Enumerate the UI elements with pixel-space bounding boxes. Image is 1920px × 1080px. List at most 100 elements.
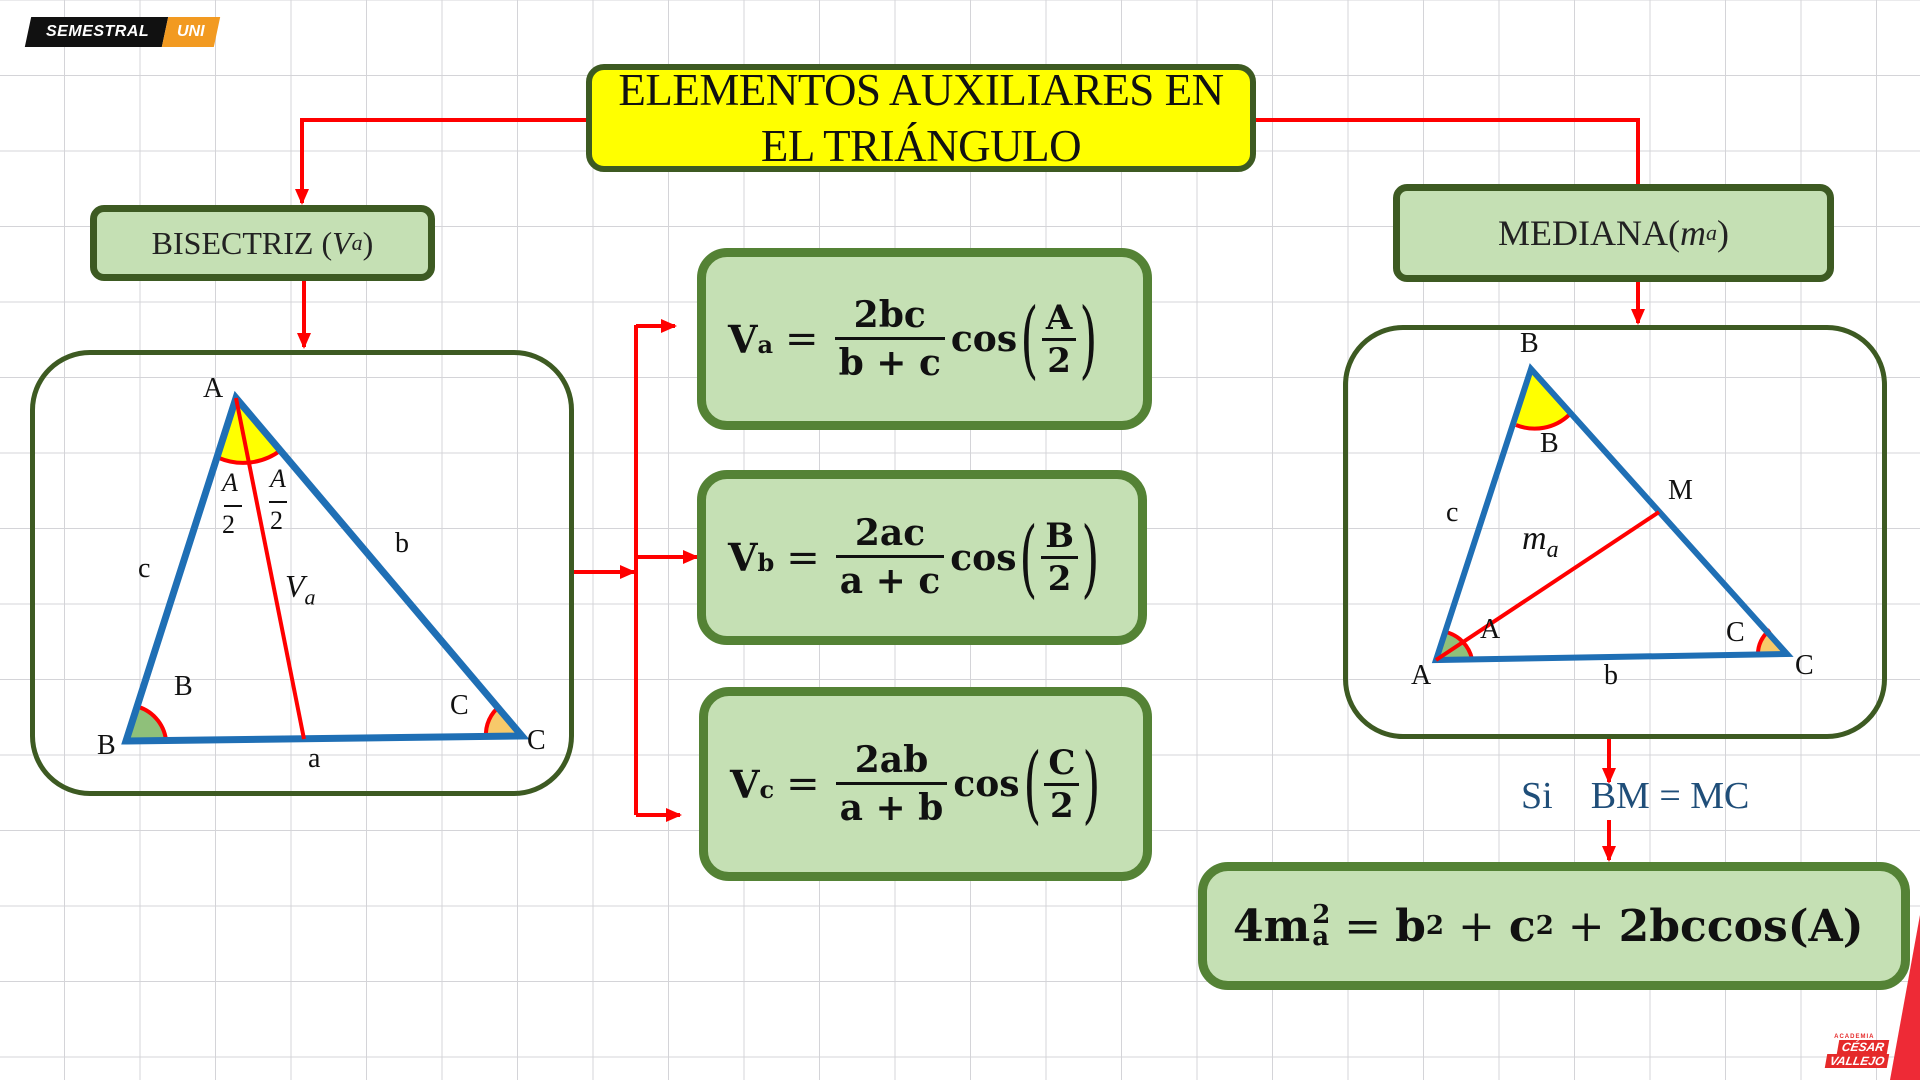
condition-prefix: Si [1521, 775, 1553, 817]
brand-word2-text: UNI [177, 23, 205, 40]
brand-badge: SEMESTRAL UNI [22, 17, 220, 47]
equals-sign: = [786, 761, 820, 807]
midpoint-label-M: M [1668, 475, 1693, 506]
bisectriz-figure-panel [30, 350, 574, 796]
cesar-vallejo-logo: ACADEMIA CÉSAR VALLEJO [1814, 1034, 1890, 1068]
median-var-sub: a [1312, 922, 1330, 952]
numerator: 2ac [854, 512, 926, 554]
logo-line1: CÉSAR [1837, 1040, 1890, 1054]
side-label-c: c [138, 553, 151, 584]
angle-numerator: A [1045, 297, 1073, 338]
vertex-label-B: B [1520, 328, 1539, 359]
angle-label-B: B [1540, 428, 1559, 459]
bisector-subscript: a [304, 584, 316, 610]
numerator: 2bc [853, 293, 926, 336]
side-label-b: b [395, 528, 409, 559]
denominator: b + c [838, 341, 941, 384]
lhs-subscript: a [757, 329, 774, 359]
angle-label-A: A [1480, 614, 1501, 645]
term-2bccos: 2bccos(A) [1618, 900, 1864, 952]
lhs-symbol: V [728, 535, 758, 580]
lhs-subscript: c [759, 774, 775, 804]
plus-sign: + [1458, 900, 1495, 952]
connector-bracket-to-formulas [574, 319, 699, 822]
plus-sign: + [1567, 900, 1605, 952]
equals-sign: = [786, 534, 820, 581]
logo-line2: VALLEJO [1824, 1054, 1890, 1068]
half-angle-left-num: A [222, 468, 238, 497]
coefficient: 4 [1233, 900, 1264, 952]
equals-sign: = [785, 316, 819, 362]
mediana-label: MEDIANA [1498, 213, 1668, 253]
numerator: 2ab [854, 738, 929, 781]
vertex-label-C: C [1795, 650, 1814, 681]
lhs-subscript: b [757, 548, 775, 577]
mediana-figure-panel [1343, 325, 1887, 739]
term-c: c [1508, 900, 1536, 952]
bisector-label: Va [285, 568, 316, 610]
connector-title-to-bisectriz [295, 118, 586, 205]
mediana-symbol: m [1679, 213, 1706, 253]
side-label-a: a [308, 743, 321, 774]
vertex-label-B: B [97, 730, 116, 761]
median-condition: Si BM = MC [1521, 774, 1749, 818]
median-subscript: a [1546, 536, 1559, 563]
angle-numerator: B [1045, 516, 1074, 556]
side-label-c: c [1446, 497, 1459, 528]
fraction: 2ac a + c [835, 511, 945, 604]
vertex-label-A: A [203, 373, 224, 404]
angle-denominator: 2 [1050, 785, 1074, 826]
vertex-label-A: A [1411, 660, 1432, 691]
angle-denominator: 2 [1047, 340, 1071, 381]
brand-word-semestral: SEMESTRAL [24, 17, 169, 47]
side-label-b: b [1604, 660, 1618, 691]
median-symbol: m [1522, 520, 1547, 557]
cos-function: cos [953, 763, 1020, 805]
lhs-symbol: V [728, 316, 758, 362]
angle-denominator: 2 [1047, 559, 1072, 599]
logo-top-text: ACADEMIA [1834, 1034, 1875, 1040]
term-b-sup: 2 [1425, 911, 1445, 941]
denominator: a + b [839, 786, 944, 829]
title-box: ELEMENTOS AUXILIARES EN EL TRIÁNGULO [586, 64, 1256, 172]
half-angle-left-den: 2 [222, 510, 235, 539]
cos-function: cos [950, 318, 1018, 360]
bisectriz-label: BISECTRIZ [151, 224, 314, 261]
term-c-sup: 2 [1535, 911, 1554, 941]
term-b: b [1395, 900, 1426, 952]
condition-text: BM = MC [1590, 775, 1750, 817]
equals-sign: = [1344, 900, 1382, 952]
brand-word1-text: SEMESTRAL [46, 23, 150, 40]
title-line-1: ELEMENTOS AUXILIARES EN [618, 65, 1224, 115]
vertex-label-C: C [527, 725, 546, 756]
angle-label-C: C [1726, 617, 1745, 648]
denominator: a + c [839, 560, 941, 602]
half-angle-right-den: 2 [270, 506, 283, 535]
median-var: m [1263, 900, 1311, 952]
cos-function: cos [950, 536, 1017, 579]
lhs-symbol: V [730, 761, 760, 807]
fraction: 2ab a + b [835, 738, 948, 831]
mediana-subscript: a [1705, 220, 1717, 245]
bisector-symbol: V [285, 568, 305, 604]
fraction: 2bc b + c [834, 293, 945, 386]
bisectriz-subscript: a [351, 230, 363, 255]
brand-word-uni: UNI [161, 17, 220, 47]
